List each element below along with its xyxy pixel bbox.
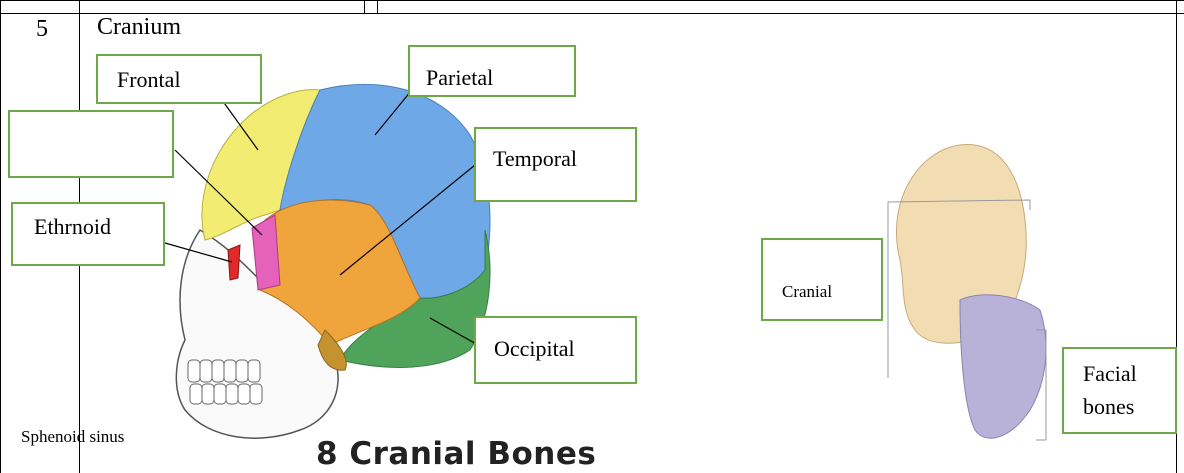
occipital-label-box: Occipital: [474, 316, 637, 384]
sphenoid-sinus-label: Sphenoid sinus: [21, 427, 124, 447]
ethmoid-label: Ethrnoid: [34, 214, 111, 240]
frontal-label-box: Frontal: [96, 54, 262, 104]
ethmoid-label-box: Ethrnoid: [11, 202, 165, 266]
frontal-label: Frontal: [117, 67, 181, 93]
temporal-label: Temporal: [493, 146, 577, 172]
occipital-label: Occipital: [494, 336, 575, 362]
facial-label-box: Facial bones: [1062, 347, 1177, 434]
parietal-label-box: Parietal: [408, 45, 576, 97]
blank-label-box: [8, 110, 174, 178]
diagram-caption: 8 Cranial Bones: [316, 436, 596, 472]
parietal-label: Parietal: [426, 65, 493, 91]
facial-region: [960, 295, 1046, 438]
temporal-label-box: Temporal: [474, 127, 637, 202]
facial-label: Facial bones: [1083, 357, 1163, 423]
cranial-label: Cranial: [782, 282, 832, 302]
cranial-label-box: Cranial: [761, 238, 883, 321]
